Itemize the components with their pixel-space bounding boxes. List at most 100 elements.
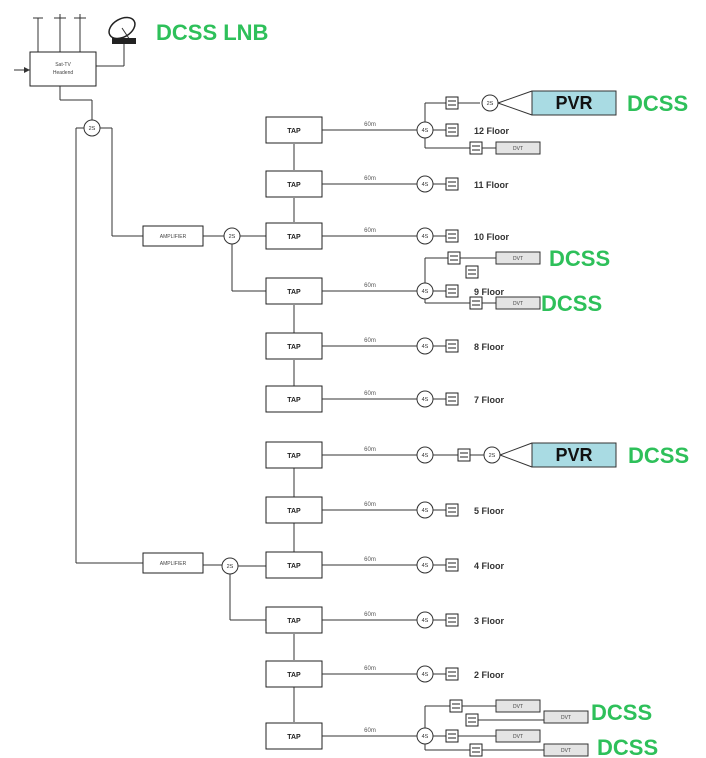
floor-label: 7 Floor	[474, 395, 504, 405]
amp2-splitter: 2S	[221, 557, 239, 575]
cable-length-label: 60m	[364, 228, 376, 234]
dcss-label: DCSS	[628, 443, 689, 468]
pvr-label: PVR	[555, 93, 592, 113]
cable-length-label: 60m	[364, 447, 376, 453]
svg-text:2S: 2S	[229, 234, 236, 240]
floor-row: TAP 60m 4S	[265, 722, 434, 750]
dcss-label: DCSS	[591, 700, 652, 725]
svg-text:2S: 2S	[89, 126, 96, 132]
dcss-label: DCSS	[541, 291, 602, 316]
dvt-box: DVT	[495, 729, 541, 743]
tap-label: TAP	[287, 182, 301, 189]
floor-row: TAP 60m 4S 2 Floor	[265, 660, 504, 688]
wall-outlet-icon	[465, 713, 479, 727]
cable-length-label: 60m	[364, 728, 376, 734]
svg-text:4S: 4S	[422, 672, 429, 678]
tap-label: TAP	[287, 734, 301, 741]
splitter-node: 4S	[416, 446, 434, 464]
cable-length-label: 60m	[364, 502, 376, 508]
wall-outlet-icon	[465, 265, 479, 279]
cable-length-label: 60m	[364, 666, 376, 672]
dcss-label: DCSS	[549, 246, 610, 271]
tap-box: TAP	[265, 332, 323, 360]
cable-length-label: 60m	[364, 391, 376, 397]
svg-text:4S: 4S	[422, 563, 429, 569]
dvt-label: DVT	[513, 734, 523, 740]
floor-row: TAP 60m 4S 7 Floor	[265, 385, 504, 413]
wall-outlet-icon	[445, 392, 459, 406]
pvr-box: PVR	[531, 90, 617, 116]
wall-outlet-icon	[445, 339, 459, 353]
dvt-box: DVT	[495, 251, 541, 265]
svg-text:2S: 2S	[489, 453, 496, 459]
tap-box: TAP	[265, 660, 323, 688]
wall-outlet-icon	[445, 284, 459, 298]
amplifier-1: AMPLIFIER	[142, 225, 204, 247]
svg-text:4S: 4S	[422, 508, 429, 514]
wall-outlet-icon	[447, 251, 461, 265]
tap-box: TAP	[265, 116, 323, 144]
dvt-label: DVT	[561, 715, 571, 721]
wall-outlet-icon	[445, 177, 459, 191]
tap-box: TAP	[265, 496, 323, 524]
wall-outlet-icon	[457, 448, 471, 462]
svg-text:2S: 2S	[487, 101, 494, 107]
tap-box: TAP	[265, 385, 323, 413]
splitter-node: 2S	[481, 94, 499, 112]
antenna-group	[33, 14, 86, 52]
splitter-node: 4S	[416, 390, 434, 408]
wall-outlet-icon	[445, 503, 459, 517]
wall-outlet-icon	[469, 141, 483, 155]
amp1-splitter: 2S	[223, 227, 241, 245]
headend-label-1: Sat-TV	[55, 62, 71, 68]
headend-label-2: Headend	[53, 70, 74, 76]
splitter-node: 4S	[416, 501, 434, 519]
headend-box: Sat-TV Headend	[29, 51, 97, 87]
tap-label: TAP	[287, 563, 301, 570]
tap-label: TAP	[287, 234, 301, 241]
splitter-node: 4S	[416, 727, 434, 745]
tap-label: TAP	[287, 344, 301, 351]
dvt-box: DVT	[543, 743, 589, 757]
svg-text:4S: 4S	[422, 182, 429, 188]
tap-box: TAP	[265, 441, 323, 469]
wall-outlet-icon	[445, 729, 459, 743]
wall-outlet-icon	[469, 296, 483, 310]
svg-text:2S: 2S	[227, 564, 234, 570]
tap-box: TAP	[265, 170, 323, 198]
wall-outlet-icon	[445, 558, 459, 572]
wall-outlet-icon	[449, 699, 463, 713]
svg-text:4S: 4S	[422, 453, 429, 459]
splitter-node: 4S	[416, 227, 434, 245]
floor-label: 12 Floor	[474, 126, 510, 136]
floor-row: TAP 60m 4S 5 Floor	[265, 496, 504, 524]
wall-outlet-icon	[445, 613, 459, 627]
svg-text:4S: 4S	[422, 397, 429, 403]
floor-label: 5 Floor	[474, 506, 504, 516]
splitter-node: 4S	[416, 556, 434, 574]
pvr-label: PVR	[555, 445, 592, 465]
svg-text:4S: 4S	[422, 618, 429, 624]
lnb-label: DCSS LNB	[156, 20, 268, 45]
dvt-box: DVT	[495, 141, 541, 155]
wall-outlet-icon	[445, 229, 459, 243]
splitter-node: 2S	[483, 446, 501, 464]
cable-length-label: 60m	[364, 283, 376, 289]
svg-text:4S: 4S	[422, 128, 429, 134]
floor-label: 10 Floor	[474, 232, 510, 242]
dcss-label: DCSS	[627, 91, 688, 116]
svg-text:AMPLIFIER: AMPLIFIER	[160, 561, 187, 567]
splitter-node: 4S	[416, 175, 434, 193]
floor-label: 2 Floor	[474, 670, 504, 680]
cable-length-label: 60m	[364, 338, 376, 344]
splitter-node: 4S	[416, 665, 434, 683]
tap-box: TAP	[265, 722, 323, 750]
pvr-box: PVR	[531, 442, 617, 468]
wall-outlet-icon	[445, 123, 459, 137]
floor-label: 11 Floor	[474, 180, 509, 190]
